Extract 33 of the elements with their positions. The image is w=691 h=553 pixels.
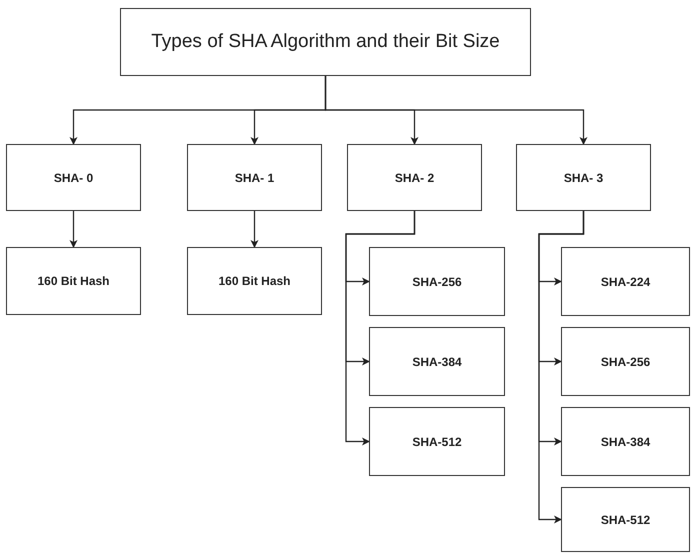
box-label: SHA- 2: [394, 170, 434, 186]
box-label: SHA- 0: [54, 170, 94, 186]
process-box: [369, 327, 505, 396]
arrow: [538, 211, 584, 524]
process-box: [187, 247, 322, 315]
box-label: SHA-256: [412, 274, 462, 290]
box-label: SHA- 3: [564, 170, 604, 186]
box-label: 160 Bit Hash: [218, 273, 291, 290]
process-box: [6, 247, 141, 315]
process-box: [561, 487, 690, 552]
box-label: SHA-384: [600, 434, 650, 450]
box-label: SHA-224: [600, 274, 650, 290]
process-box: [516, 144, 651, 211]
process-box: [561, 327, 690, 396]
box-label: SHA-256: [600, 354, 650, 370]
title-box: [120, 8, 531, 76]
process-box: [561, 407, 690, 476]
process-box: [187, 144, 322, 211]
arrow: [324, 76, 588, 145]
root-label: Types of SHA Algorithm and their Bit Size: [151, 30, 500, 54]
process-box: [369, 247, 505, 316]
box-label: SHA-384: [412, 354, 462, 370]
box-label: SHA- 1: [234, 170, 274, 186]
process-box: [6, 144, 141, 211]
process-box: [347, 144, 482, 211]
box-label: 160 Bit Hash: [37, 273, 110, 290]
arrow: [70, 211, 78, 248]
arrow: [345, 211, 416, 446]
process-box: [369, 407, 505, 476]
process-box: [561, 247, 690, 316]
box-label: SHA-512: [600, 512, 650, 528]
box-label: SHA-512: [412, 434, 462, 450]
arrow: [250, 211, 258, 248]
